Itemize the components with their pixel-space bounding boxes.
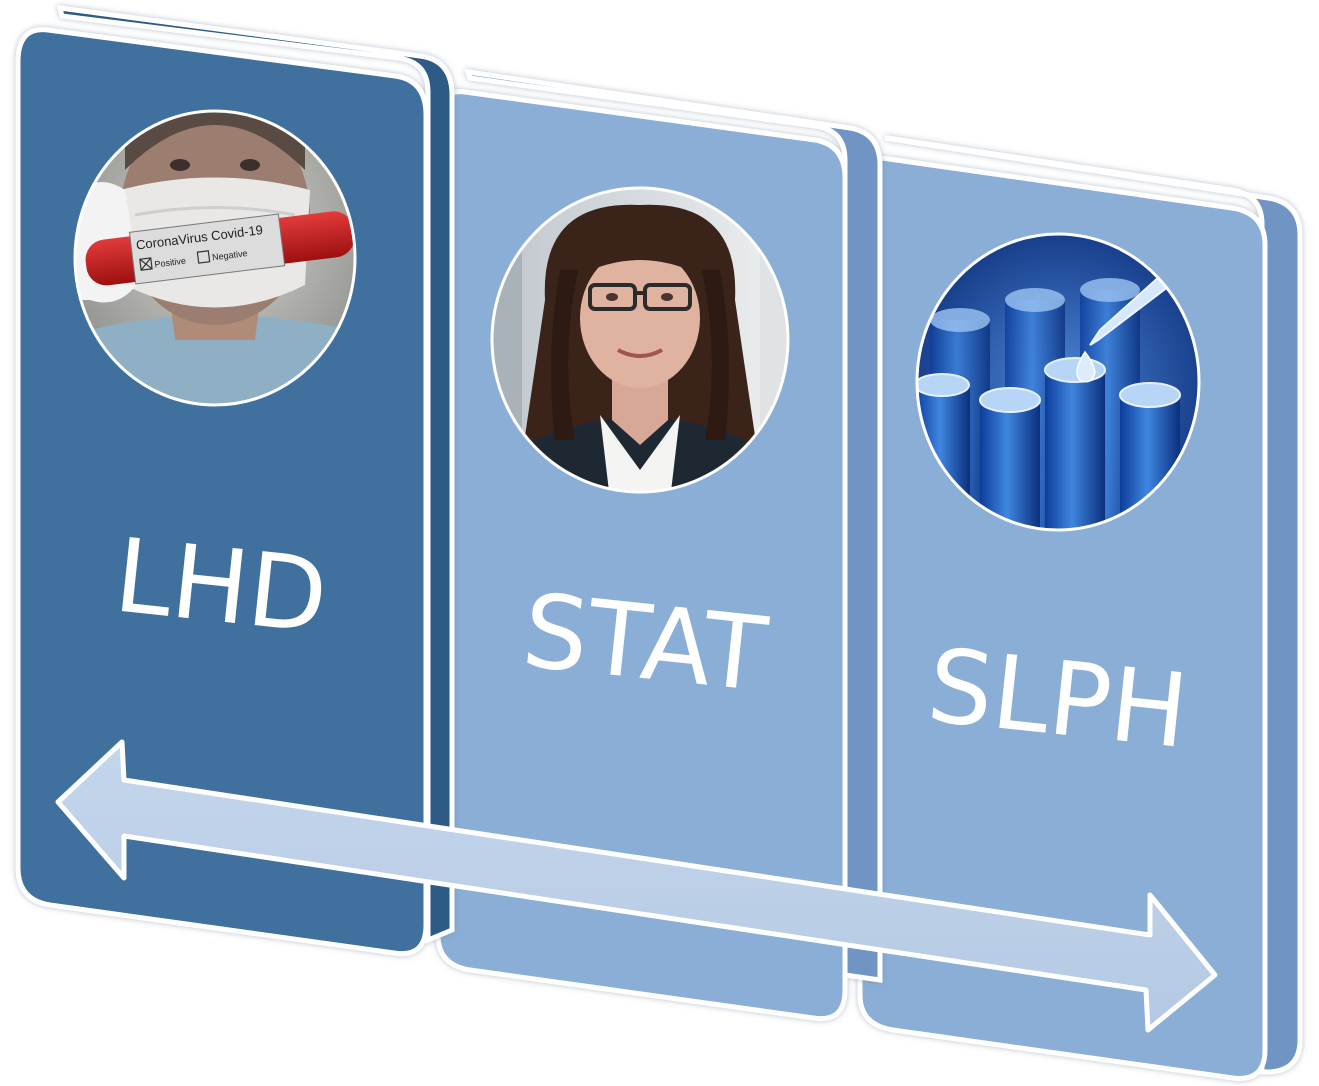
panel-stat-label: STAT (517, 572, 772, 716)
panel-slph-label: SLPH (922, 627, 1193, 773)
covid-test-photo: CoronaVirus Covid-19 Positive Negative (73, 109, 357, 407)
panel-lhd-label: LHD (109, 517, 332, 658)
double-headed-arrow (55, 739, 1218, 1033)
person-portrait-photo (490, 186, 790, 494)
lab-test-tubes-photo (915, 232, 1201, 532)
tube-negative-option: Negative (212, 248, 248, 262)
tube-positive-option: Positive (154, 256, 186, 270)
